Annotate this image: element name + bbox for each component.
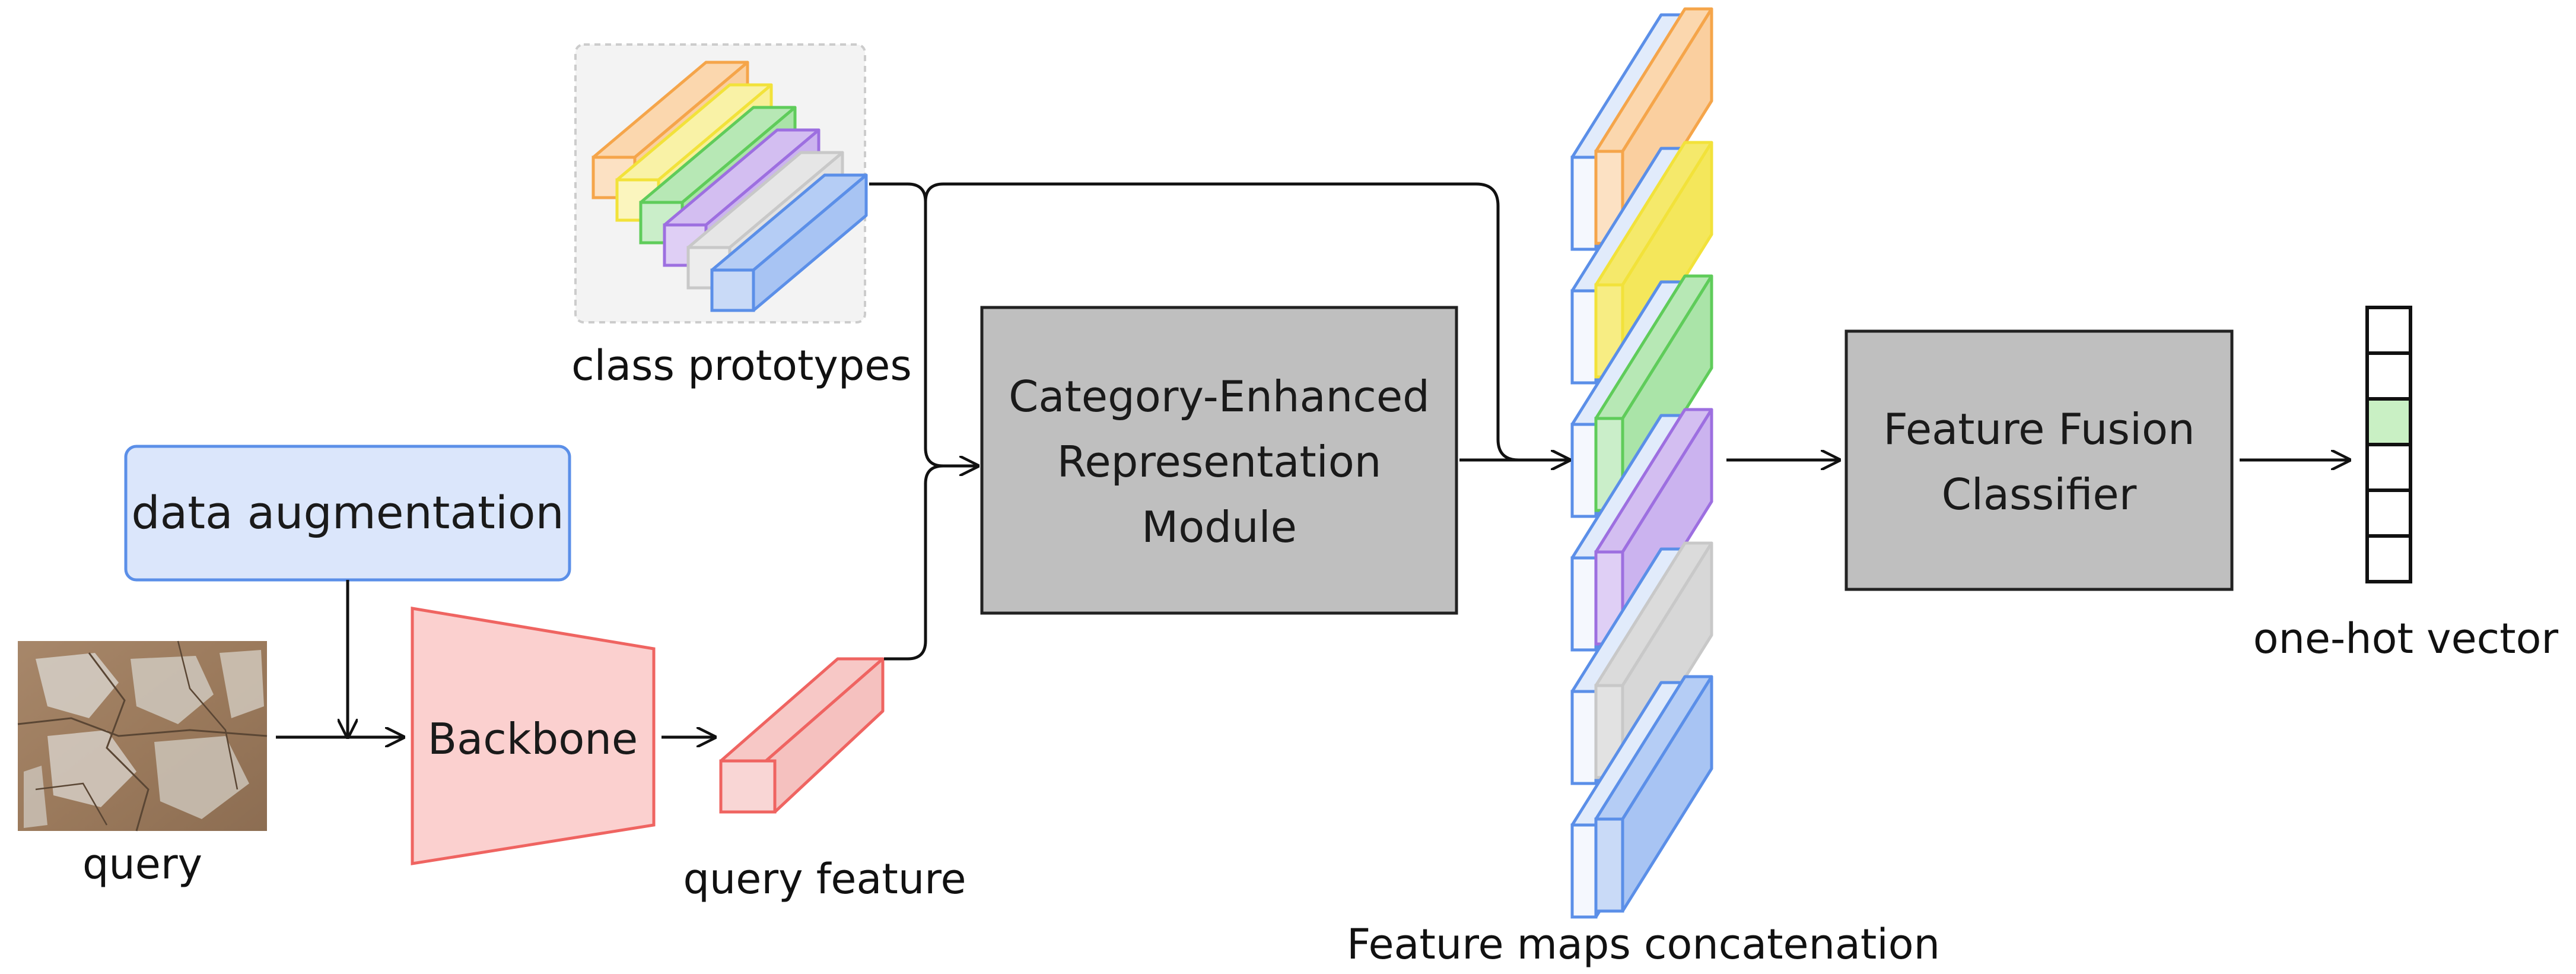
prototypes-to-concat-connector <box>924 182 1569 460</box>
one-hot-cell-5 <box>2365 534 2412 583</box>
backbone-label: Backbone <box>428 714 638 764</box>
query-feature-label: query feature <box>683 855 966 903</box>
cerm-label-line2: Representation <box>1057 437 1382 487</box>
concat-pair-yellow <box>1570 141 1713 385</box>
prototypes-to-cerm-connector <box>869 182 944 468</box>
prototype-cuboid-blue <box>710 173 868 312</box>
ffc-label-line1: Feature Fusion <box>1883 404 2195 454</box>
connectors <box>276 182 2349 737</box>
backbone-trapezoid <box>411 607 656 865</box>
feature-to-cerm-connector <box>884 466 978 661</box>
one-hot-vector <box>2365 306 2412 583</box>
cerm-box <box>980 306 1458 615</box>
one-hot-cell-0 <box>2365 306 2412 355</box>
one-hot-cell-2 <box>2365 397 2412 446</box>
feature-maps-stack <box>1570 7 1713 919</box>
cerm-label-line1: Category-Enhanced <box>1009 372 1430 421</box>
class-prototypes-cuboids <box>591 61 868 312</box>
data-augmentation-label: data augmentation <box>131 486 564 539</box>
onehot-label: one-hot vector <box>2253 614 2559 663</box>
one-hot-cell-1 <box>2365 351 2412 401</box>
concat-pair-blue <box>1570 675 1713 919</box>
class-prototypes-label: class prototypes <box>571 341 912 390</box>
query-image <box>17 640 268 832</box>
ffc-label-line2: Classifier <box>1942 469 2137 519</box>
query-feature-cuboid <box>719 657 885 814</box>
concat-label: Feature maps concatenation <box>1347 920 1940 969</box>
query-label: query <box>82 840 202 889</box>
one-hot-cell-3 <box>2365 443 2412 492</box>
ffc-box <box>1844 329 2234 591</box>
one-hot-cell-4 <box>2365 488 2412 538</box>
cerm-label-line3: Module <box>1141 502 1297 552</box>
concat-proto-cuboid-blue <box>1594 675 1713 913</box>
concat-pair-orange <box>1570 7 1713 251</box>
